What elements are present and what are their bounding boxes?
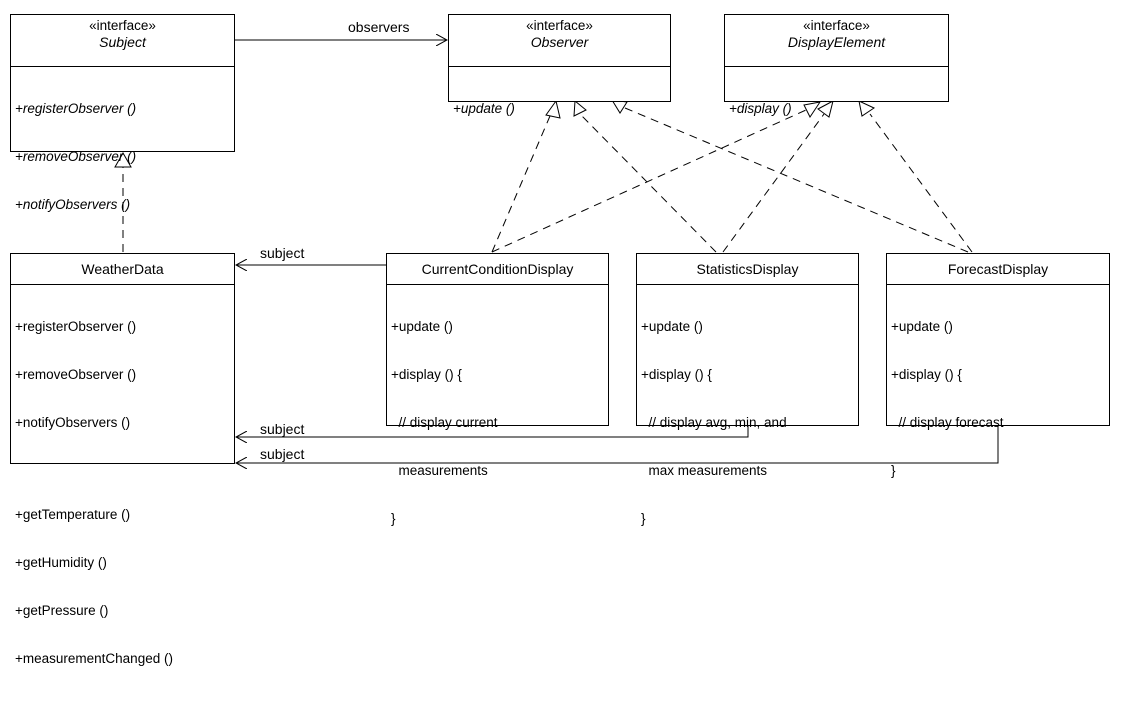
current-condition-operation: // display current: [391, 415, 498, 430]
weather-data-operation: +notifyObservers (): [15, 415, 131, 430]
display-element-stereotype: «interface»: [803, 18, 870, 33]
forecast-subject-association-line: [236, 426, 999, 463]
subject-interface: «interface» Subject +registerObserver ()…: [10, 14, 235, 212]
observer-operation: +update (): [453, 101, 515, 116]
statistics-operation: +display () {: [641, 367, 712, 382]
weatherdata-realization-arrowhead: [114, 151, 132, 168]
relationship-lines: [114, 0, 999, 478]
display-element-interface: «interface» DisplayElement +display (): [724, 14, 949, 116]
statistics-display-name: StatisticsDisplay: [696, 261, 799, 277]
statistics-display-operations: +update () +display () { // display avg,…: [637, 284, 858, 561]
display-realization-arrowhead-2: [817, 100, 834, 118]
forecast-observer-realization-line: [624, 107, 969, 253]
statistics-display-realization-line: [722, 113, 825, 253]
current-observer-realization-line: [491, 115, 551, 253]
forecast-display-operations: +update () +display () { // display fore…: [887, 284, 1109, 513]
forecast-operation: +display () {: [891, 367, 962, 382]
observer-name: Observer: [530, 34, 589, 50]
weather-data-operation: +measurementChanged (): [15, 651, 173, 666]
display-realization-arrowhead-1: [803, 101, 822, 118]
weather-data-class: WeatherData +registerObserver () +remove…: [10, 253, 235, 666]
statistics-operation: +update (): [641, 319, 703, 334]
weather-data-name: WeatherData: [81, 261, 164, 277]
forecast-operation: // display forecast: [891, 415, 1004, 430]
observer-stereotype: «interface»: [526, 18, 593, 33]
subject-label-current: subject: [260, 245, 305, 261]
weather-data-operations: +registerObserver () +removeObserver () …: [11, 284, 234, 701]
weather-data-operation: +removeObserver (): [15, 367, 137, 382]
forecast-operation: }: [891, 463, 896, 478]
weather-data-operation: +getHumidity (): [15, 555, 107, 570]
weather-data-operation: +getPressure (): [15, 603, 109, 618]
current-condition-display-class: CurrentConditionDisplay +update () +disp…: [386, 253, 609, 526]
operation-group-spacer: [15, 463, 230, 475]
forecast-display-class: ForecastDisplay +update () +display () {…: [886, 253, 1110, 478]
subject-operation: +removeObserver (): [15, 149, 137, 164]
statistics-operation: }: [641, 511, 646, 526]
statistics-operation: // display avg, min, and: [641, 415, 787, 430]
current-condition-operation: }: [391, 511, 396, 526]
current-condition-display-operations: +update () +display () { // display curr…: [387, 284, 608, 561]
observers-label: observers: [348, 19, 410, 35]
subject-operation: +notifyObservers (): [15, 197, 131, 212]
observer-operations: +update (): [449, 66, 670, 151]
current-condition-operation: measurements: [391, 463, 488, 478]
subject-name: Subject: [99, 34, 146, 50]
forecast-display-realization-line: [869, 113, 973, 253]
forecast-operation: +update (): [891, 319, 953, 334]
statistics-subject-association-line: [236, 426, 749, 437]
forecast-display-name: ForecastDisplay: [947, 261, 1049, 277]
observer-realization-arrowhead-1: [545, 99, 561, 119]
observer-realization-arrowhead-2: [573, 99, 587, 117]
weather-data-operation: +getTemperature (): [15, 507, 131, 522]
current-condition-operation: +update (): [391, 319, 453, 334]
subject-label-forecast: subject: [260, 446, 305, 462]
subject-stereotype: «interface»: [89, 18, 156, 33]
statistics-observer-realization-line: [579, 113, 717, 253]
display-element-operations: +display (): [725, 66, 948, 151]
statistics-display-class: StatisticsDisplay +update () +display ()…: [636, 253, 859, 526]
observer-interface: «interface» Observer +update (): [448, 14, 671, 116]
statistics-operation: max measurements: [641, 463, 768, 478]
uml-class-diagram: «interface» Subject +registerObserver ()…: [10, 0, 1110, 666]
current-condition-operation: +display () {: [391, 367, 462, 382]
weather-data-operation: +registerObserver (): [15, 319, 137, 334]
display-element-operation: +display (): [729, 101, 792, 116]
subject-operation: +registerObserver (): [15, 101, 137, 116]
display-element-name: DisplayElement: [787, 34, 886, 50]
current-display-realization-line: [491, 109, 807, 253]
display-realization-arrowhead-3: [858, 100, 876, 117]
subject-operations: +registerObserver () +removeObserver () …: [11, 66, 234, 247]
current-condition-display-name: CurrentConditionDisplay: [421, 261, 574, 277]
subject-label-statistics: subject: [260, 421, 305, 437]
